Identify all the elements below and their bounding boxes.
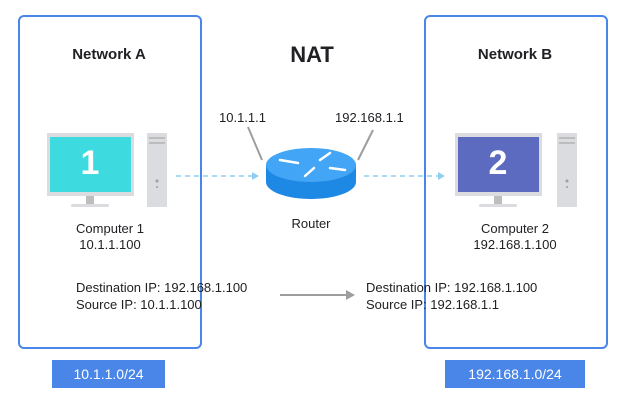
router-ip-right: 192.168.1.1 — [335, 110, 404, 125]
network-a-box — [18, 15, 202, 349]
network-a-label: Network A — [72, 46, 146, 63]
translation-arrow — [280, 290, 355, 300]
computer-2-name: Computer 2 — [481, 221, 549, 236]
computer-2-ip: 192.168.1.100 — [473, 237, 557, 252]
ip-leader-right — [357, 129, 374, 161]
ip-leader-left — [247, 126, 263, 161]
network-b-label: Network B — [477, 46, 553, 63]
dashed-link-left — [176, 172, 259, 180]
packet-a-src: Source IP: 10.1.1.100 — [76, 297, 202, 312]
packet-a-dest: Destination IP: 192.168.1.100 — [76, 280, 248, 295]
subnet-a-badge: 10.1.1.0/24 — [52, 360, 165, 388]
router-icon — [266, 148, 356, 199]
computer-1-ip: 10.1.1.100 — [79, 237, 141, 252]
packet-b-dest: Destination IP: 192.168.1.100 — [366, 280, 538, 295]
subnet-b-badge: 192.168.1.0/24 — [445, 360, 585, 388]
nat-title: NAT — [290, 42, 334, 67]
dashed-link-right — [364, 172, 445, 180]
computer-2-icon — [455, 133, 577, 207]
router-label: Router — [291, 216, 331, 231]
computer-1-number: 1 — [80, 144, 100, 182]
computer-2-number: 2 — [488, 144, 508, 182]
packet-b-src: Source IP: 192.168.1.1 — [366, 297, 499, 312]
router-ip-left: 10.1.1.1 — [219, 110, 266, 125]
computer-1-icon — [47, 133, 167, 207]
computer-1-name: Computer 1 — [76, 221, 144, 236]
network-b-box — [424, 15, 608, 349]
